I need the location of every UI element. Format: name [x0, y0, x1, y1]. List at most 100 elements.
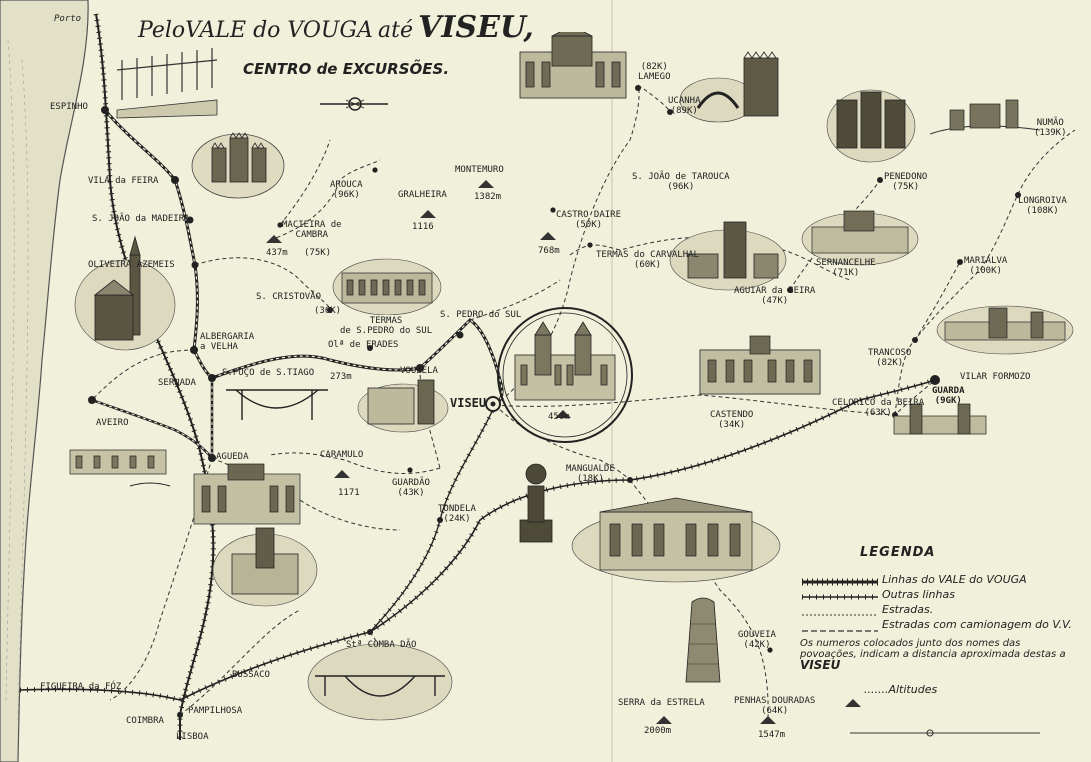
- legend-heading: LEGENDA: [860, 545, 936, 560]
- map-subtitle: CENTRO de EXCURSÕES.: [243, 60, 450, 78]
- label-espinho: ESPINHO: [50, 102, 88, 112]
- label-coimbra: COIMBRA: [126, 716, 164, 726]
- label-aguiar: AGUIAR da BEIRA (47K): [734, 286, 816, 306]
- label-lisboa: LISBOA: [176, 732, 209, 742]
- legend-bus-label: Estradas com camionagem do V.V.: [882, 618, 1072, 631]
- ucanha-tower-sketch: [679, 51, 779, 123]
- termas-building-sketch: [332, 258, 442, 315]
- label-bussaco: BUSSACO: [232, 670, 270, 680]
- mangualde-palace-sketch: [571, 497, 781, 583]
- porto-bridge-sketch: [116, 48, 218, 119]
- estrela-tower-sketch: [685, 597, 721, 683]
- tondela-monument-sketch: [519, 463, 553, 543]
- aveiro-canal-sketch: [69, 449, 171, 487]
- label-scristovao: S. CRISTOVÃO: [256, 292, 322, 302]
- label-tondela: TONDELA (24K): [438, 504, 476, 524]
- legend-other-label: Outras linhas: [882, 588, 955, 601]
- label-ucanha: UCANHA (89K): [668, 96, 701, 116]
- label-caramulo-alt: 1171: [338, 488, 360, 498]
- label-sernancelhe: SERNANCELHE (71K): [816, 258, 876, 278]
- sernancelhe-palace-sketch: [801, 210, 919, 266]
- label-porto: Porto: [54, 14, 82, 24]
- label-viseu: VISEU: [450, 396, 487, 410]
- label-numao: NUMÃO (139K): [1034, 118, 1067, 138]
- label-macieira-dist: (75K): [304, 248, 332, 258]
- label-montemuro: MONTEMURO: [455, 165, 504, 175]
- sta-comba-bridge-sketch: [307, 643, 453, 721]
- label-frades: Olª de FRADES: [328, 340, 399, 350]
- lamego-sanctuary-sketch: [519, 32, 627, 99]
- label-vilar: VILAR FORMOZO: [960, 372, 1031, 382]
- legend-altitudes-label: .......Altitudes: [864, 683, 938, 696]
- label-vouzela: VOUZELA: [400, 366, 438, 376]
- legend-row-altitudes: .......Altitudes: [800, 682, 1080, 697]
- title-valley: VALE do VOUGA: [185, 18, 373, 43]
- guarda-cathedral-sketch: [893, 403, 987, 435]
- viseu-cathedral-sketch: [514, 321, 616, 401]
- label-caramulo: CARAMULO: [320, 450, 364, 460]
- label-gralheira-alt: 1116: [412, 222, 434, 232]
- label-aveiro: AVEIRO: [96, 418, 129, 428]
- label-frades-alt: 273m: [330, 372, 352, 382]
- feira-castle-sketch: [191, 132, 285, 199]
- legend-note: Os numeros colocados junto dos nomes das…: [800, 638, 1070, 672]
- label-sp-sul: S. PEDRO do SUL: [440, 310, 522, 320]
- bussaco-palace-sketch: [212, 527, 318, 607]
- aguiar-tower-sketch: [669, 221, 787, 291]
- legend-vouga-label: Linhas do VALE do VOUGA: [882, 573, 1027, 586]
- trancoso-walls-sketch: [936, 305, 1074, 355]
- label-celorico: CELORICO da BEIRA (63K): [832, 398, 925, 418]
- label-sjoao-tarouca: S. JOÃO de TAROUCA (96K): [632, 172, 730, 192]
- title-city: VISEU,: [418, 10, 534, 45]
- title-prefix: Pelo: [138, 18, 186, 43]
- label-estrela-alt: 2000m: [644, 726, 672, 736]
- castendo-building-sketch: [699, 335, 821, 395]
- vouzela-church-sketch: [357, 379, 449, 433]
- legend-note-text: Os numeros colocados junto dos nomes das…: [800, 638, 1066, 660]
- legend-row-roads: Estradas.: [800, 602, 1080, 617]
- label-castro-daire: CASTRO DAIRE (50K): [556, 210, 622, 230]
- label-mangualde: MANGUALDE (18K): [566, 464, 615, 484]
- label-oliveira: OLIVEIRA AZEMEIS: [88, 260, 175, 270]
- label-termas-carvalhal: TERMAS do CARVALHAL (60K): [596, 250, 699, 270]
- title-conj: até: [378, 18, 414, 43]
- label-lamego: (82K) LAMEGO: [638, 62, 671, 82]
- label-gouveia: GOUVEIA (42K): [738, 630, 776, 650]
- label-penhas-alt: 1547m: [758, 730, 786, 740]
- label-longroiva: LONGROIVA (108K): [1018, 196, 1067, 216]
- numao-ruins-sketch: [930, 99, 1040, 135]
- label-pampilhosa: PAMPILHOSA: [188, 706, 243, 716]
- oliveira-church-sketch: [74, 235, 176, 351]
- label-figueira: FIGUEIRA da FÓZ: [40, 682, 122, 692]
- sernada-bridge-sketch: [226, 389, 328, 420]
- label-termas-sp: TERMAS de S.PEDRO do SUL: [340, 316, 433, 336]
- map-legend: LEGENDA Linhas do VALE do VOUGA Outras l…: [800, 545, 1080, 697]
- label-albergaria: ALBERGARIA a VELHA: [200, 332, 255, 352]
- map-title: PeloVALE do VOUGA até VISEU,: [138, 10, 534, 45]
- label-serra-estrela: SERRA da ESTRELA: [618, 698, 705, 708]
- legend-roads-label: Estradas.: [882, 603, 934, 616]
- label-guardao: GUARDÃO (43K): [392, 478, 430, 498]
- label-macieira: MACIEIRA de CAMBRA: [282, 220, 342, 240]
- label-sernada: SERNADA: [158, 378, 196, 388]
- label-trancoso: TRANCOSO (82K): [868, 348, 912, 368]
- label-castendo: CASTENDO (34K): [710, 410, 754, 430]
- legend-row-other: Outras linhas: [800, 587, 1080, 602]
- label-sjoao-madeira: S. JOÃO da MADEIRA: [92, 214, 190, 224]
- label-gralheira: GRALHEIRA: [398, 190, 447, 200]
- agueda-building-sketch: [193, 463, 301, 525]
- label-castro-alt: 768m: [538, 246, 560, 256]
- legend-row-bus: Estradas com camionagem do V.V.: [800, 617, 1080, 632]
- label-viseu-alt: 450m: [548, 412, 570, 422]
- legend-note-place: VISEU: [800, 658, 841, 672]
- label-sta-comba: Stª COMBA DÃO: [346, 640, 417, 650]
- label-scristovao-dist: (36K): [314, 306, 342, 316]
- label-marialva: MARIALVA (100K): [964, 256, 1008, 276]
- label-montemuro-alt: 1382m: [474, 192, 502, 202]
- label-poco: S.POÇO de S.TIAGO: [222, 368, 315, 378]
- label-agueda: AGUEDA: [216, 452, 249, 462]
- label-vila-feira: VILA da FEIRA: [88, 176, 159, 186]
- label-macieira-alt: 437m: [266, 248, 288, 258]
